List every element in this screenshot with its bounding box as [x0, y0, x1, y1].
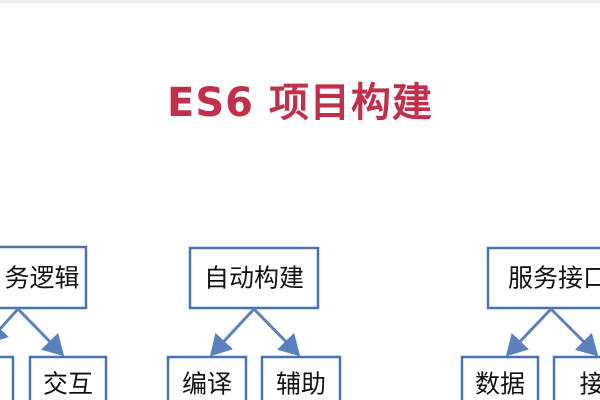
node-label: 编译 — [182, 370, 232, 399]
arrow — [505, 307, 553, 357]
node-label: 接 — [579, 370, 600, 399]
node-right-child-2: 接 — [552, 355, 600, 400]
arrow — [252, 307, 301, 357]
node-label: 务逻辑 — [4, 264, 79, 293]
arrow — [16, 307, 65, 357]
node-label: 交互 — [43, 370, 93, 399]
arrow — [209, 307, 256, 357]
node-label: 辅助 — [276, 370, 326, 399]
node-center-parent: 自动构建 — [188, 246, 320, 310]
node-left-child-2: 交互 — [28, 355, 108, 400]
node-label: 自动构建 — [204, 264, 304, 293]
slide-title: ES6 项目构建 — [167, 80, 433, 126]
top-border — [0, 0, 600, 3]
node-left-parent: 务逻辑 — [0, 245, 88, 310]
node-center-child-2: 辅助 — [260, 355, 342, 400]
node-center-child-1: 编译 — [166, 355, 248, 400]
node-label: 服务接口 — [508, 264, 600, 293]
node-left-child-1 — [0, 355, 15, 400]
arrow — [549, 307, 599, 357]
node-right-parent: 服务接口 — [486, 246, 600, 310]
node-label: 数据 — [475, 370, 525, 399]
node-right-child-1: 数据 — [460, 355, 540, 400]
arrow — [0, 307, 20, 345]
